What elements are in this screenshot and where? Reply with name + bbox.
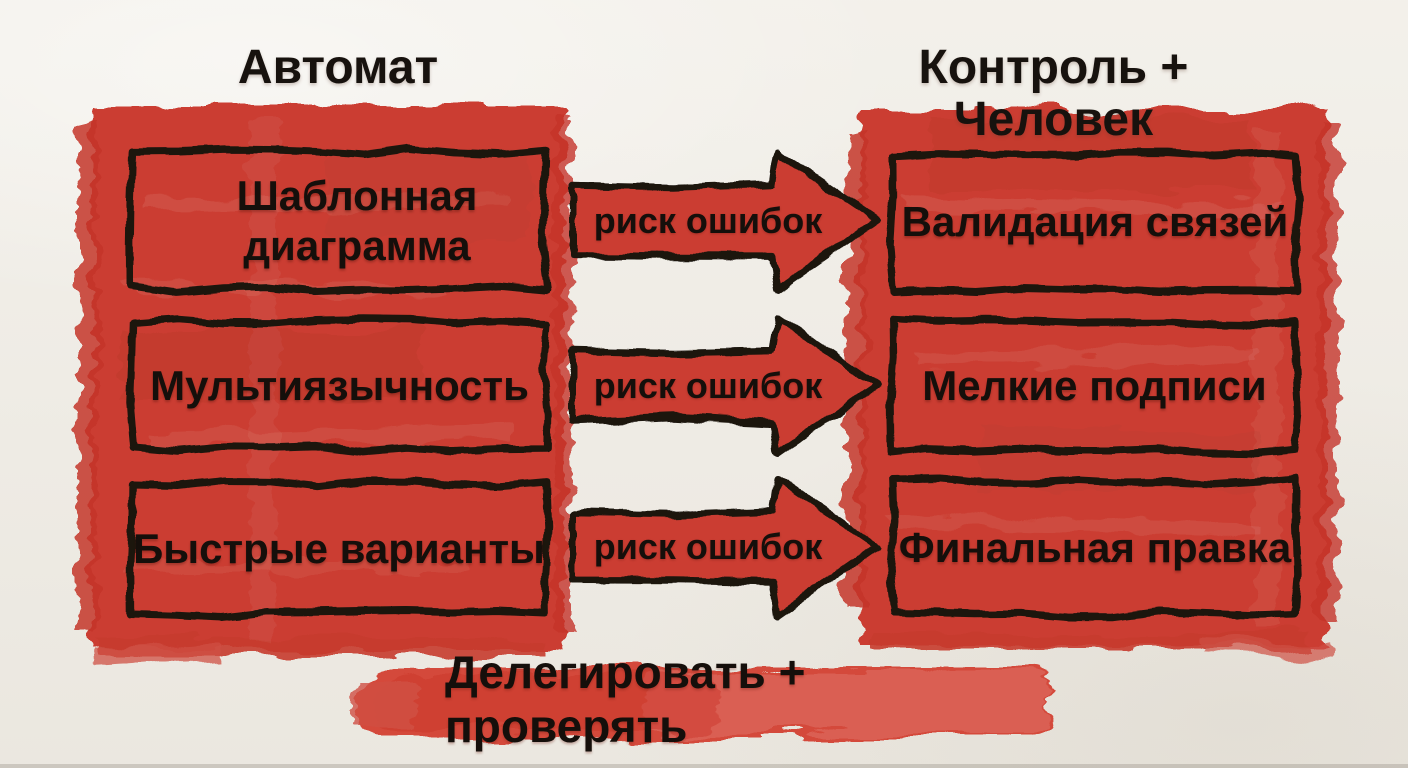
arrow-label-1: риск ошибок: [593, 200, 823, 241]
risk-arrow-2: [569, 313, 881, 459]
left-box-3: Быстрые варианты: [133, 524, 545, 572]
right-paint-panel: [846, 110, 1338, 660]
right-box-3: Финальная правка: [898, 524, 1292, 572]
left-box-2: Мультиязычность: [150, 361, 529, 409]
arrow-label-2: риск ошибок: [593, 365, 823, 406]
left-box-1: Шаблонная диаграмма: [236, 171, 478, 269]
box-frame-6: [886, 473, 1302, 622]
box-frame-4: [886, 148, 1303, 296]
box-frame-2: [126, 315, 552, 456]
left-column-title: Автомат: [237, 41, 439, 94]
box-frame-3: [126, 476, 552, 621]
arrow-label-3: риск ошибок: [593, 526, 823, 567]
footer-paint-stripe: [356, 668, 1050, 738]
risk-arrow-3: [569, 474, 881, 620]
risk-arrow-1: [569, 148, 881, 294]
right-box-2: Мелкие подписи: [922, 362, 1267, 410]
right-box-1: Валидация связей: [901, 197, 1289, 245]
bottom-edge-line: [0, 764, 1408, 768]
box-frame-1: [126, 144, 552, 296]
box-frame-5: [886, 315, 1303, 458]
right-column-title: Контроль + Человек: [918, 41, 1189, 146]
left-paint-panel: [78, 106, 572, 668]
footer-label: Делегировать + проверять: [445, 646, 806, 752]
